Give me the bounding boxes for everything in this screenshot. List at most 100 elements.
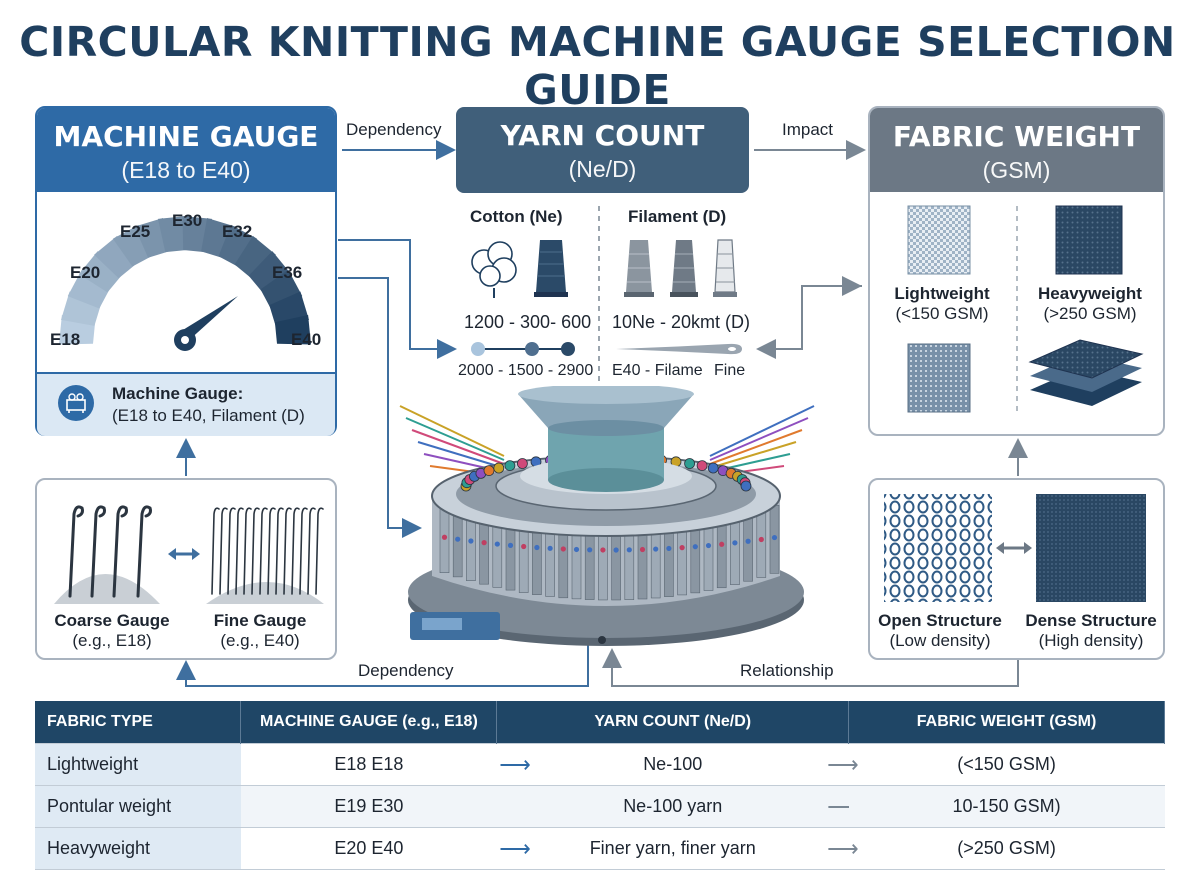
filament-spool-icons [624, 239, 737, 297]
feeder [696, 460, 708, 471]
dial-segment [218, 224, 258, 267]
page-title: CIRCULAR KNITTING MACHINE GAUGE SELECTIO… [19, 18, 1176, 114]
stacked-fabric-icon [1028, 339, 1144, 406]
dial-segment [274, 315, 311, 345]
feeder [516, 458, 528, 469]
needle-dot [626, 547, 632, 553]
needle [267, 507, 276, 595]
structure-illustration [884, 494, 1146, 602]
swap-arrow-icon [168, 548, 200, 560]
needle-dot [639, 546, 646, 553]
table-row: Lightweight E18 E18⟶ Ne-100⟶ (<150 GSM) [35, 743, 1165, 786]
needle-dot [732, 540, 738, 546]
filament-scale-left: E40 - Filame [612, 362, 703, 379]
medium-swatch [907, 343, 971, 413]
feeder [483, 465, 495, 476]
cotton-scale-label: 2000 - 1500 - 2900 [458, 362, 594, 379]
table-cell-fabric-type: Lightweight [35, 743, 241, 786]
dense-structure-density: (High density) [1038, 631, 1144, 650]
fabric-weight-header: FABRIC WEIGHT (GSM) [870, 108, 1163, 192]
dial-segment [201, 218, 236, 258]
filament-scale-right: Fine [714, 362, 746, 379]
needle-cylinder [439, 504, 780, 601]
needle-dot [679, 545, 685, 551]
coarse-gauge-label: Coarse Gauge [54, 611, 170, 630]
table-cell-gauge: E19 E30⟶ [240, 785, 531, 828]
feeder [684, 458, 696, 469]
table-cell-gauge: E20 E40⟶ [240, 827, 531, 870]
needle [283, 507, 292, 595]
needle [275, 507, 284, 595]
gauge-needle [178, 296, 238, 342]
machine-icon [58, 385, 94, 421]
impact-label: Impact [782, 120, 834, 139]
table-header-machine-gauge: MACHINE GAUGE (e.g., E18) [240, 701, 498, 744]
yarn-line [399, 405, 505, 457]
needle [136, 505, 152, 598]
dial-segment [67, 269, 110, 309]
cotton-icons [471, 240, 568, 298]
dial-segment [158, 216, 188, 253]
needle-dot [758, 536, 764, 543]
table-cell-yarn: Ne-100 yarn⟶ [496, 785, 859, 828]
needle-dot [600, 547, 606, 553]
coarse-gauge-example: (e.g., E18) [72, 631, 152, 650]
yarn-count-subtitle: (Ne/D) [568, 156, 637, 182]
gauge-selection-table: FABRIC TYPE MACHINE GAUGE (e.g., E18) YA… [35, 701, 1165, 870]
yarn-line [709, 441, 797, 469]
filament-label: Filament (D) [628, 207, 727, 226]
yarn-count-title: YARN COUNT [500, 119, 705, 152]
yarn-line [411, 429, 505, 465]
dial-segment [248, 251, 292, 293]
needle-dot [481, 540, 487, 546]
needle [211, 507, 220, 595]
needle [307, 507, 316, 595]
table-cell-gauge: E18 E18⟶ [240, 743, 531, 786]
cotton-label: Cotton (Ne) [470, 207, 563, 226]
dependency-label-bottom: Dependency [358, 661, 454, 680]
table-header-yarn-count: YARN COUNT (Ne/D) [496, 701, 850, 744]
table-row: Heavyweight E20 E40⟶ Finer yarn, finer y… [35, 827, 1165, 870]
needle-dot [455, 536, 461, 542]
table-header-fabric-weight: FABRIC WEIGHT (GSM) [848, 701, 1165, 744]
heavyweight-value: (>250 GSM) [1043, 304, 1137, 323]
table-header-fabric-type: FABRIC TYPE [35, 701, 242, 744]
filament-range: 10Ne - 20kmt (D) [612, 312, 751, 332]
table-cell-fabric-type: Pontular weight [35, 785, 241, 828]
needle-dot [521, 543, 527, 550]
dial-label-e20: E20 [70, 263, 101, 282]
dial-label-e32: E32 [222, 222, 253, 241]
needle-dot [573, 546, 580, 553]
lightweight-swatch [907, 205, 971, 275]
yarn-line [709, 405, 815, 457]
needle-dot [534, 544, 540, 551]
needle-dot [468, 538, 474, 544]
machine-gauge-subtitle: (E18 to E40) [121, 157, 251, 183]
needle-dot [547, 545, 553, 551]
needle [315, 507, 324, 595]
needle [112, 505, 128, 598]
filament-needle-icon [616, 343, 742, 355]
fabric-weight-subtitle: (GSM) [982, 157, 1051, 183]
yarn-divider [598, 206, 600, 384]
needle-dot [613, 547, 619, 553]
yarn-line [417, 441, 505, 469]
heavyweight-swatch [1055, 205, 1123, 275]
needle-dot [705, 542, 712, 549]
needle-dot [441, 534, 448, 540]
needle-dot [745, 538, 751, 544]
yarn-line [405, 417, 505, 461]
dense-structure-swatch [1036, 494, 1146, 602]
needle-dot [692, 544, 698, 550]
needle-slot [756, 506, 767, 578]
dial-label-e40: E40 [291, 330, 322, 349]
fine-gauge-label: Fine Gauge [213, 611, 307, 630]
swap-arrow-icon [996, 542, 1032, 554]
circular-knitting-machine [399, 386, 815, 646]
feeder [504, 460, 516, 471]
needle [243, 507, 252, 595]
needle-gauge-panel [35, 478, 337, 660]
fabric-swatches [907, 205, 1144, 413]
yarn-line [709, 417, 809, 461]
